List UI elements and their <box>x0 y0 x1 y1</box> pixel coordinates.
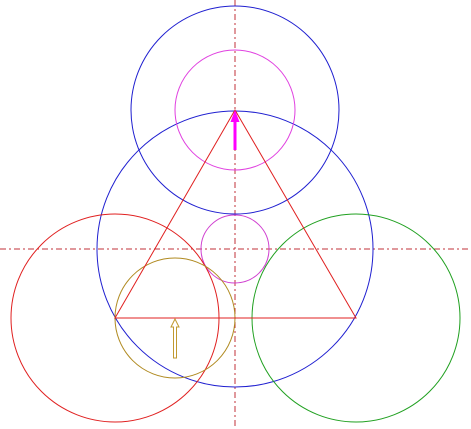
olive-up-arrow-icon <box>170 317 180 359</box>
top-blue-circle <box>130 5 340 215</box>
center-magenta-circle <box>200 214 270 284</box>
magenta-up-arrow-icon <box>230 110 240 150</box>
olive-arrow-outline <box>170 317 180 359</box>
top-magenta-circle <box>174 49 296 171</box>
red-triangle <box>114 109 357 319</box>
magenta-arrow-head <box>230 110 240 122</box>
